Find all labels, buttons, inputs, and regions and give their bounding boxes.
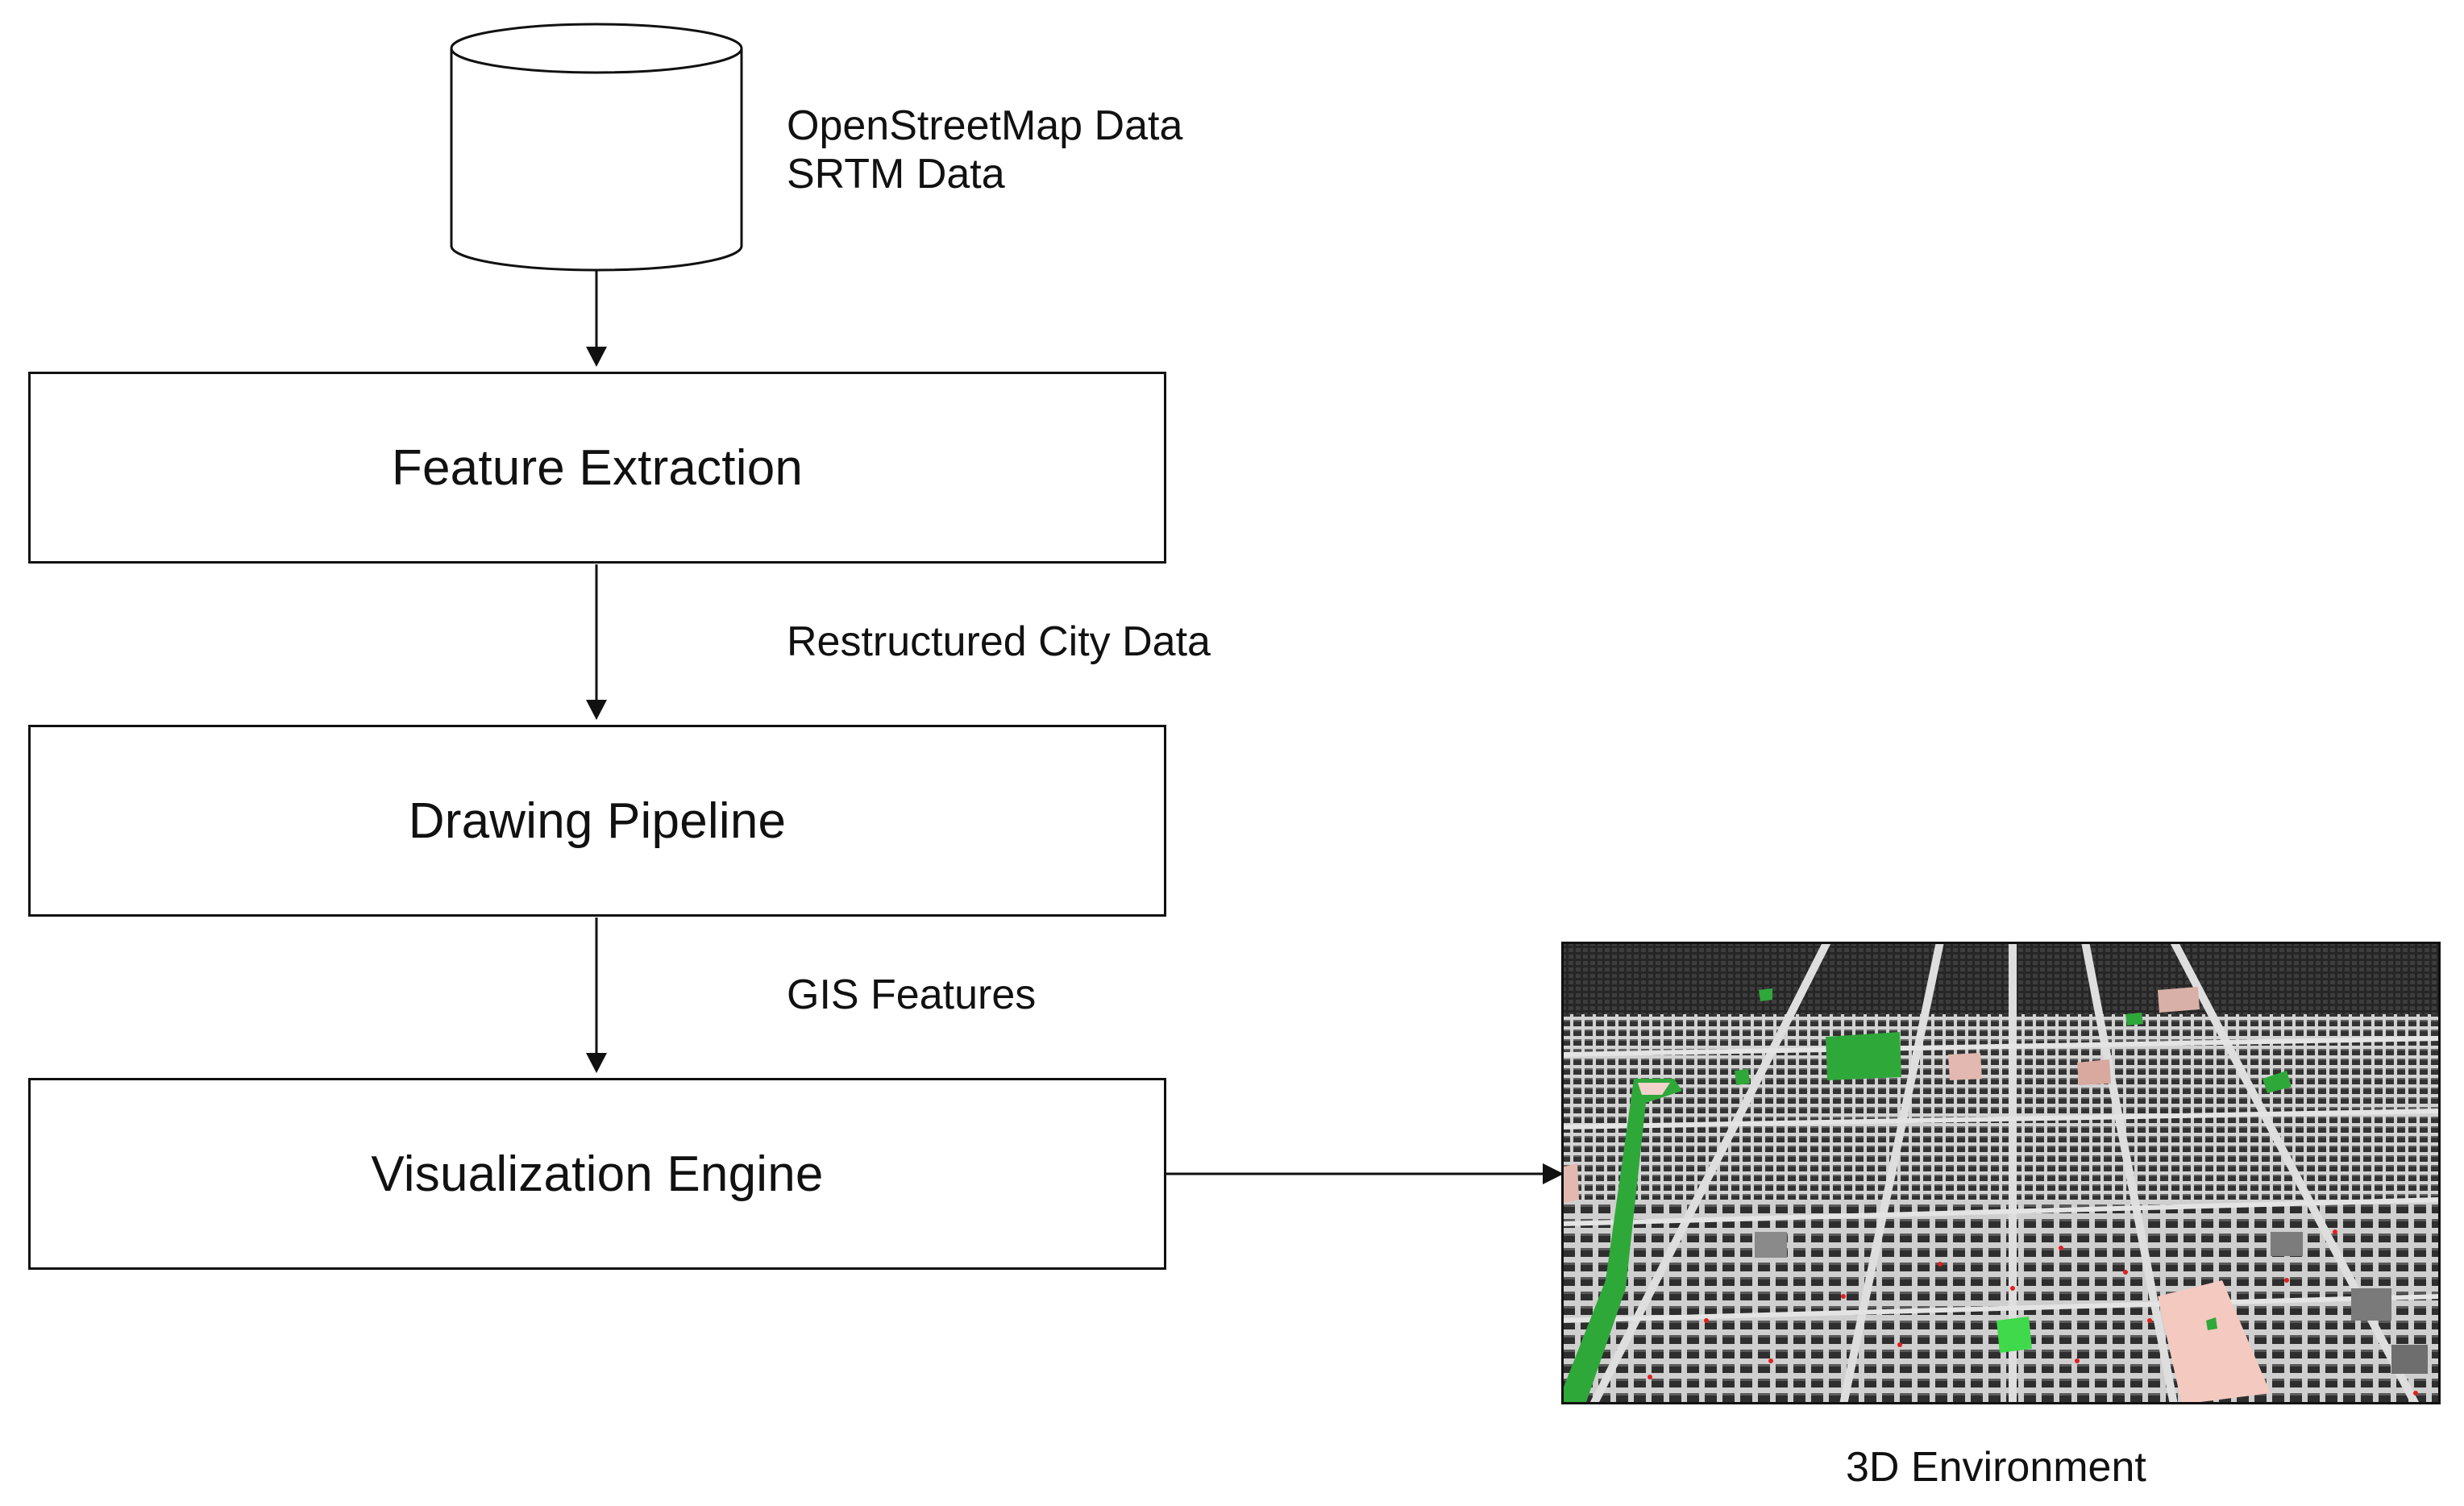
stage-drawing-pipeline-label: Drawing Pipeline [408,793,787,849]
arrow-db-to-extraction [586,270,607,367]
stage-drawing-pipeline: Drawing Pipeline [28,725,1166,917]
database-cylinder-icon [450,23,743,272]
arrow-visualization-to-environment [1166,1163,1564,1184]
stage-feature-extraction-label: Feature Extraction [391,439,804,496]
output-caption: 3D Environment [1846,1444,2146,1491]
arrow-drawing-to-visualization [586,917,607,1073]
flow-label-gis-features: GIS Features [787,971,1037,1018]
stage-visualization-engine-label: Visualization Engine [371,1146,824,1202]
city-3d-render-image [1561,942,2441,1404]
stage-visualization-engine: Visualization Engine [28,1078,1166,1270]
data-source-label: OpenStreetMap Data SRTM Data [787,102,1182,198]
stage-feature-extraction: Feature Extraction [28,372,1166,564]
flow-label-restructured-city-data: Restructured City Data [787,618,1211,665]
arrow-extraction-to-drawing [586,564,607,720]
data-source-line-osm: OpenStreetMap Data [787,102,1183,149]
data-source-line-srtm: SRTM Data [787,151,1005,198]
